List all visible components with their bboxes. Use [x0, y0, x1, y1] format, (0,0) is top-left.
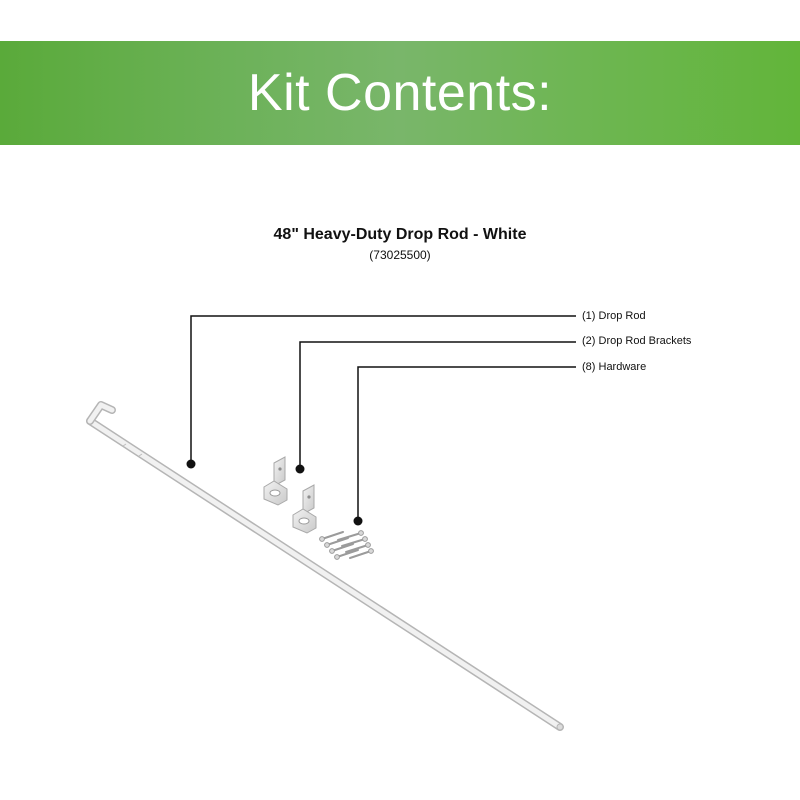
callout-label-hardware: (8) Hardware [582, 361, 647, 373]
drop-rod-bracket-1 [263, 456, 288, 506]
leader-lines [190, 315, 576, 521]
leader-dot-brackets [295, 464, 305, 474]
callout-label-drop-rod: (1) Drop Rod [582, 310, 646, 322]
drop-rod-illustration [86, 401, 564, 731]
leader-line-hardware [357, 366, 576, 521]
leader-line-brackets [299, 341, 576, 469]
product-sku: (73025500) [369, 248, 431, 262]
drop-rod-bracket-2 [292, 484, 317, 534]
leader-dot-hardware [353, 516, 363, 526]
banner-title: Kit Contents: [247, 64, 553, 122]
header-banner: Kit Contents: [0, 41, 800, 145]
hardware-screws-illustration [319, 530, 374, 560]
product-title: 48" Heavy-Duty Drop Rod - White [273, 226, 527, 243]
leader-dot-drop-rod [186, 459, 196, 469]
leader-line-drop-rod [190, 315, 576, 464]
callout-label-drop-rod-brackets: (2) Drop Rod Brackets [582, 335, 692, 347]
